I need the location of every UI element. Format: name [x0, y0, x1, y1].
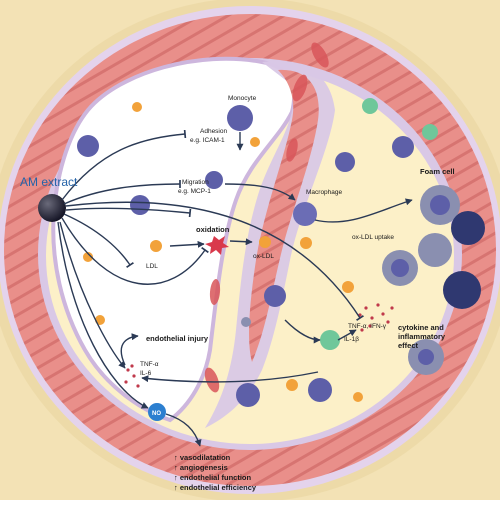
inhibit-ldl-arrow [63, 213, 134, 269]
ldl-particle [342, 281, 354, 293]
cytokine-dots [124, 303, 394, 388]
am-extract-node [38, 194, 66, 222]
label-adhesion-eg: e.g. ICAM-1 [190, 137, 225, 144]
oxidation-burst-icon [205, 236, 229, 255]
foam-cell [443, 271, 481, 309]
foam-cells [382, 185, 485, 375]
label-tnf-ifn: TNF-α, IFN-γ [348, 323, 387, 330]
no-arrow [57, 221, 149, 409]
label-macrophage: Macrophage [306, 189, 343, 196]
label-monocyte: Monocyte [228, 95, 257, 102]
smooth-muscle-strip [249, 69, 319, 363]
foam-cell [418, 233, 452, 267]
label-oxidation: oxidation [196, 225, 230, 234]
inhibit-adhesion-arrow [61, 129, 187, 201]
small-cell [241, 317, 251, 327]
ldl-particle [83, 252, 93, 262]
monocyte-cell [308, 378, 332, 402]
injury-arrow [59, 221, 126, 369]
label-tnf-a: TNF-α [140, 361, 159, 368]
label-inflammatory: inflammatory [398, 332, 446, 341]
outcome-item: ↑ endothelial function [174, 473, 251, 482]
monocyte-cell [77, 135, 99, 157]
green-cells [320, 98, 438, 350]
label-il1b: IL-1β [344, 336, 359, 343]
monocyte-cell [227, 105, 253, 131]
inhibit-cytokine-arrow [65, 201, 364, 321]
label-migration-eg: e.g. MCP-1 [178, 188, 211, 195]
monocyte-cell [264, 285, 286, 307]
label-adhesion: Adhesion [200, 128, 227, 135]
outcome-item: ↑ endothelial efficiency [174, 483, 257, 492]
outcome-item: ↑ vasodilatation [174, 453, 231, 462]
foam-cell [451, 211, 485, 245]
green-cell [320, 330, 340, 350]
ldl-particle [300, 237, 312, 249]
ldl-particle [353, 392, 363, 402]
red-cells [204, 42, 329, 393]
label-oxldl: ox-LDL [253, 253, 274, 260]
title: AM extract [20, 175, 78, 189]
no-node [148, 403, 166, 421]
inhibit-migration-arrow [63, 179, 181, 205]
green-cell [362, 98, 378, 114]
pathway-arrows [57, 129, 413, 447]
ldl-particle [286, 379, 298, 391]
monocyte-cell [236, 383, 260, 407]
outcome-item: ↑ angiogenesis [174, 463, 228, 472]
label-migration: Migration [182, 179, 209, 186]
green-cell [422, 124, 438, 140]
label-oxldl-uptake: ox-LDL uptake [352, 234, 394, 241]
inhibit-oxidation-arrow [65, 207, 192, 218]
ldl-particle [259, 236, 271, 248]
ldl-particle [250, 137, 260, 147]
label-foam-cell: Foam cell [420, 167, 455, 176]
monocyte-cell [130, 195, 150, 215]
outcome-list: ↑ vasodilatation ↑ angiogenesis ↑ endoth… [174, 453, 257, 492]
monocyte-cell [392, 136, 414, 158]
label-ldl: LDL [146, 263, 158, 270]
label-il6: IL-6 [140, 370, 152, 377]
inhibit-ox-arrow [61, 217, 209, 285]
monocyte-cells [77, 105, 414, 407]
macrophage-cell [293, 202, 317, 226]
ldl-particle [95, 315, 105, 325]
label-endothelial-injury: endothelial injury [146, 334, 209, 343]
ldl-particle [132, 102, 142, 112]
monocyte-cell [335, 152, 355, 172]
ldl-particle [150, 240, 162, 252]
label-no: NO [152, 411, 161, 417]
label-effect: effect [398, 341, 419, 350]
label-cytokine: cytokine and [398, 323, 444, 332]
monocyte-cell [205, 171, 223, 189]
